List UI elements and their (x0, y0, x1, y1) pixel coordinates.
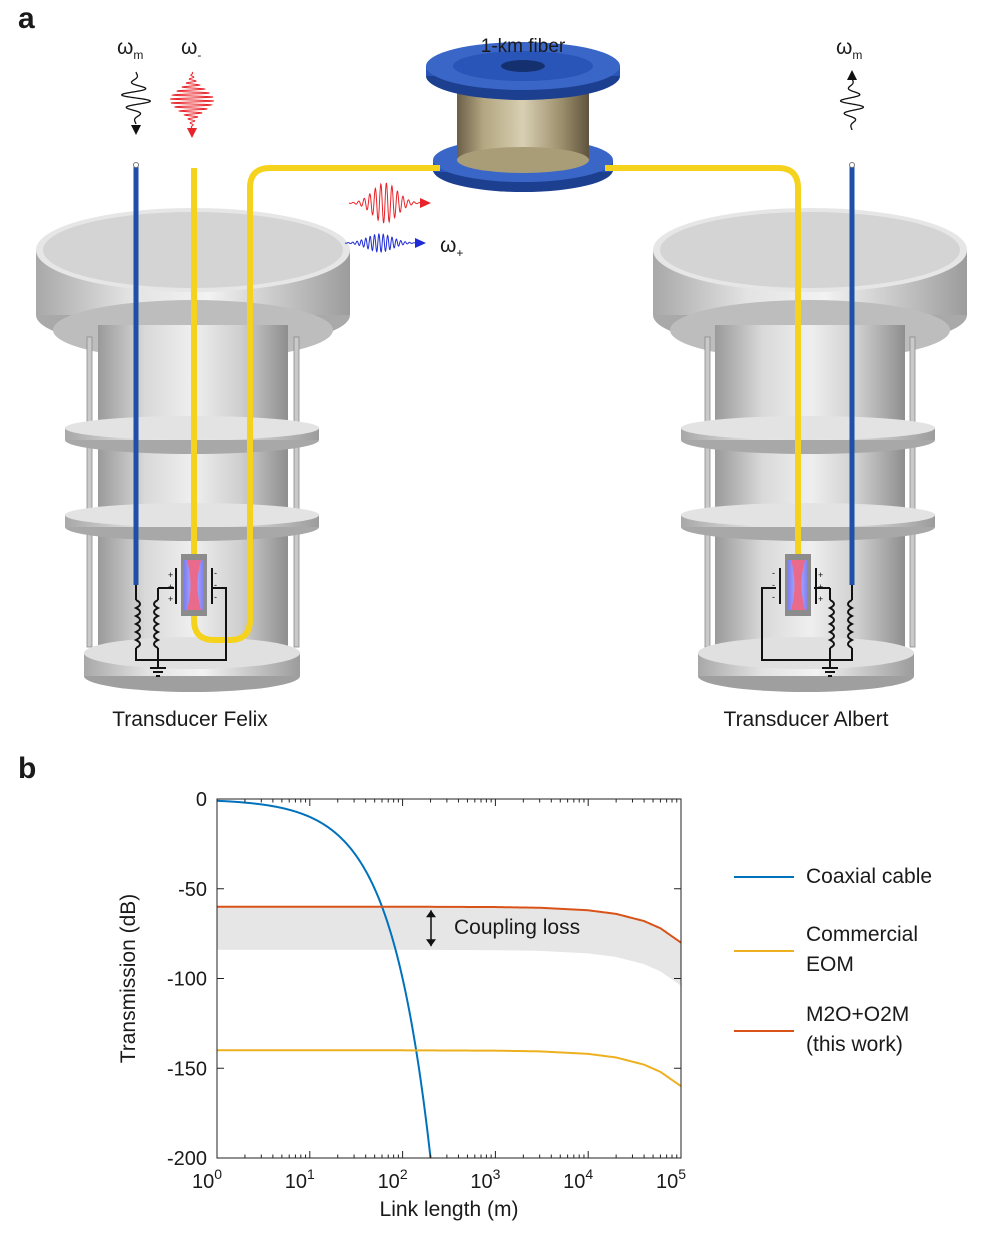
panel-a-illustration: + + + - - - - - - + + + (36, 36, 967, 731)
x-tick-label-0: 100 (192, 1166, 222, 1193)
optical-pulse-blue-horizontal (344, 232, 416, 254)
x-tick-label-3: 103 (470, 1166, 500, 1193)
series-line-2 (217, 905, 681, 944)
series-line-1 (217, 1049, 681, 1088)
legend-label-0: Coaxial cable (806, 865, 932, 888)
x-tick-label-4: 104 (563, 1166, 593, 1193)
x-tick-label-5: 105 (656, 1166, 686, 1193)
coupling-loss-band (217, 906, 681, 986)
arrow-up-icon (426, 910, 436, 918)
cryostat-albert (653, 208, 967, 692)
svg-text:-: - (772, 592, 775, 602)
y-tick-label-0: 0 (196, 789, 207, 811)
svg-text:-: - (214, 592, 217, 602)
y-tick-label-3: -150 (167, 1058, 207, 1080)
svg-text:+: + (818, 570, 823, 580)
fiber-spool (426, 42, 620, 192)
y-tick-label-1: -50 (178, 879, 207, 901)
series-line-0 (217, 799, 432, 1158)
arrow-up-icon (847, 70, 857, 80)
optical-fiber-right (605, 165, 801, 580)
svg-text:-: - (772, 580, 775, 590)
svg-text:+: + (818, 582, 823, 592)
svg-text:+: + (168, 570, 173, 580)
sample-albert: - - - + + + (772, 554, 823, 616)
x-tick-label-1: 101 (285, 1166, 315, 1193)
arrow-right-icon (415, 238, 426, 248)
arrow-down-icon (131, 125, 141, 135)
x-axis-label: Link length (m) (380, 1198, 519, 1221)
y-tick-label-2: -100 (167, 969, 207, 991)
omega-m-right-label: ωm (836, 36, 862, 62)
microwave-pulse-left (121, 71, 151, 125)
transducer-felix-label: Transducer Felix (112, 708, 268, 731)
svg-text:+: + (168, 582, 173, 592)
plot-frame (216, 798, 682, 1159)
transducer-albert-label: Transducer Albert (724, 708, 889, 731)
svg-text:+: + (168, 594, 173, 604)
y-axis-label: Transmission (dB) (117, 894, 140, 1064)
microwave-pulse-right (839, 77, 865, 131)
fiber-label: 1-km fiber (481, 36, 566, 57)
arrow-right-icon (420, 198, 431, 208)
y-tick-label-4: -200 (167, 1148, 207, 1170)
svg-text:-: - (214, 568, 217, 578)
svg-text:+: + (818, 594, 823, 604)
x-tick-label-2: 102 (378, 1166, 408, 1193)
circuit-felix (133, 585, 227, 677)
omega-plus-label: ω+ (440, 234, 463, 260)
coupling-loss-annotation: Coupling loss (454, 916, 580, 939)
svg-text:-: - (772, 568, 775, 578)
svg-text:-: - (214, 580, 217, 590)
panel-b-letter: b (18, 752, 37, 785)
panel-a-letter: a (18, 2, 35, 35)
optical-pulse-red-vertical (170, 71, 214, 129)
circuit-albert (761, 585, 855, 677)
optical-fiber (191, 165, 440, 643)
omega-m-left-label: ωm (117, 36, 143, 62)
arrow-down-icon (187, 128, 197, 138)
optical-pulse-red-horizontal (348, 182, 422, 224)
sample-felix: + + + - - - (168, 554, 217, 616)
arrow-down-icon (426, 939, 436, 947)
legend-label-2: M2O+O2M(this work) (806, 1003, 909, 1056)
omega-minus-label: ω- (181, 36, 201, 62)
